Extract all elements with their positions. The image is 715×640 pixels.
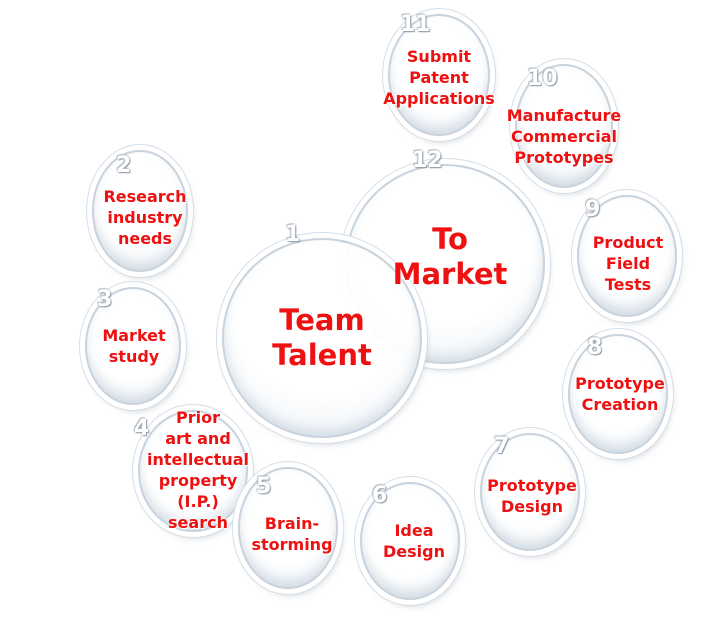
step-label-10: Manufacture Commercial Prototypes <box>506 106 622 167</box>
step-bubble-6 <box>360 482 460 600</box>
step-label-7: Prototype Design <box>487 476 577 516</box>
step-label-5: Brain- storming <box>251 514 333 554</box>
step-number-6: 6 <box>372 483 388 508</box>
step-label-11: Submit Patent Applications <box>383 47 495 108</box>
step-bubble-4 <box>138 410 248 532</box>
step-bubble-3 <box>85 287 181 405</box>
step-label-2: Research industry needs <box>103 187 187 248</box>
step-number-11: 11 <box>400 12 431 37</box>
step-number-1: 1 <box>285 222 301 247</box>
step-label-9: Product Field Tests <box>592 233 664 294</box>
team-talent-label: Team Talent <box>272 303 372 372</box>
step-label-3: Market study <box>102 326 166 366</box>
step-number-7: 7 <box>494 434 510 459</box>
step-bubble-5 <box>238 467 338 589</box>
step-bubble-8 <box>568 334 668 454</box>
step-number-8: 8 <box>587 335 603 360</box>
step-number-12: 12 <box>412 148 443 173</box>
step-bubble-7 <box>480 433 580 551</box>
step-label-8: Prototype Creation <box>575 374 665 414</box>
step-number-3: 3 <box>97 287 113 312</box>
step-number-5: 5 <box>256 474 272 499</box>
step-number-10: 10 <box>527 66 558 91</box>
step-label-6: Idea Design <box>383 521 445 561</box>
step-number-4: 4 <box>134 416 150 441</box>
step-label-4: Prior art and intellectual property (I.P… <box>147 408 249 532</box>
step-bubble-9 <box>577 195 677 317</box>
step-number-2: 2 <box>116 153 132 178</box>
step-bubble-11 <box>388 14 490 136</box>
step-bubble-2 <box>92 150 188 272</box>
to-market-label: To Market <box>392 222 508 291</box>
team-talent-bubble <box>222 238 422 438</box>
step-bubble-10 <box>515 64 613 188</box>
step-number-9: 9 <box>585 197 601 222</box>
